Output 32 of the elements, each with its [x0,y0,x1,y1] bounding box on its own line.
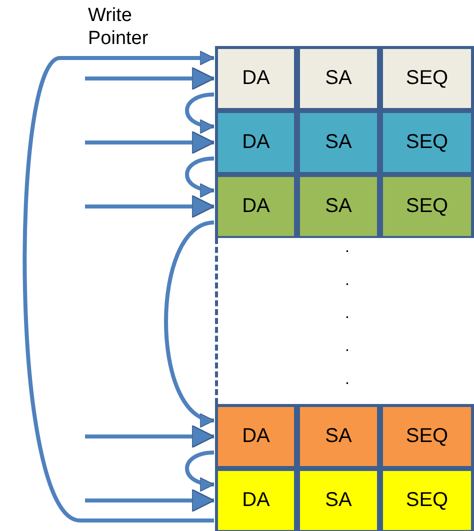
ellipsis-dot: . [345,372,350,388]
curved-arrow [185,450,214,491]
ellipsis-dot: . [345,273,350,289]
empty-region [215,238,474,404]
ellipsis-dot: . [345,339,350,355]
buffer-cell: SA [297,174,380,239]
buffer-cell: DA [215,404,297,469]
pointer-arrow [85,130,215,154]
buffer-cell: SA [297,404,380,469]
pointer-arrow [85,424,215,448]
curved-arrow [164,220,215,424]
curved-arrow [185,92,214,133]
buffer-cell: SEQ [380,110,474,175]
ellipsis-dot: . [345,240,350,256]
buffer-cell: SEQ [380,404,474,469]
wraparound-arrow [23,50,214,522]
buffer-cell: SA [297,110,380,175]
pointer-arrow [85,66,215,90]
buffer-cell: SA [297,468,380,531]
buffer-cell: DA [215,46,297,111]
buffer-cell: SEQ [380,174,474,239]
pointer-arrow [85,194,215,218]
buffer-cell: SEQ [380,46,474,111]
buffer-cell: SA [297,46,380,111]
buffer-cell: DA [215,174,297,239]
pointer-arrow [85,488,215,512]
pointer-label: Write Pointer [88,4,150,50]
ellipsis-dot: . [345,306,350,322]
buffer-cell: DA [215,468,297,531]
buffer-cell: SEQ [380,468,474,531]
buffer-cell: DA [215,110,297,175]
curved-arrow [185,156,214,197]
